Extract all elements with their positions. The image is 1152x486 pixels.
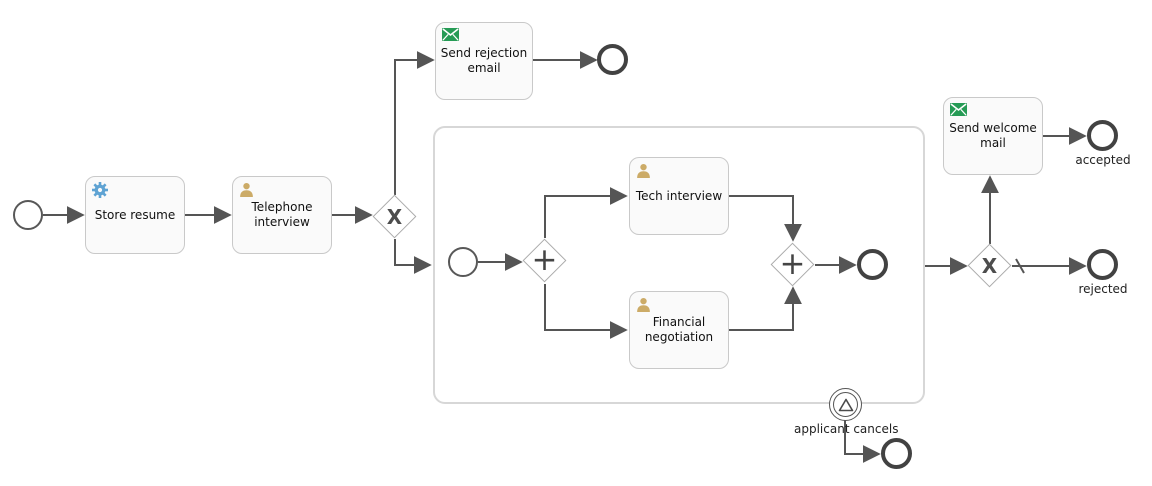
task-label: Tech interview xyxy=(635,188,723,203)
task-store-resume[interactable]: Store resume xyxy=(85,176,185,254)
flow-split-to-financial[interactable] xyxy=(544,284,628,339)
flow-gateway-to-rejection-email[interactable] xyxy=(394,51,435,195)
boundary-event-label: applicant cancels xyxy=(794,422,899,436)
task-send-welcome-mail[interactable]: Send welcome mail xyxy=(943,97,1043,175)
task-tech-interview[interactable]: Tech interview xyxy=(629,157,729,235)
end-event-accepted[interactable] xyxy=(1087,120,1118,151)
end-event-rejected[interactable] xyxy=(1087,249,1118,280)
task-label: Telephone interview xyxy=(251,200,313,229)
end-event-rejection[interactable] xyxy=(597,44,628,75)
task-label: Send welcome mail xyxy=(949,121,1037,150)
parallel-gateway-split-marker: + xyxy=(531,242,558,278)
subprocess-end-event[interactable] xyxy=(857,249,888,280)
send-envelope-icon xyxy=(442,28,459,41)
boundary-event-applicant-cancels[interactable] xyxy=(829,388,862,421)
user-icon xyxy=(240,182,253,197)
send-envelope-icon xyxy=(950,103,967,116)
task-label: Send rejection email xyxy=(440,46,528,75)
subprocess-start-event[interactable] xyxy=(448,247,478,277)
end-event-cancelled[interactable] xyxy=(881,438,912,469)
task-label: Financial negotiation xyxy=(644,315,714,344)
service-gear-icon xyxy=(92,182,108,198)
rejected-label: rejected xyxy=(1078,282,1128,296)
parallel-gateway-join-marker: + xyxy=(779,246,806,282)
flow-boundary-to-end[interactable] xyxy=(844,420,881,463)
escalation-triangle-icon xyxy=(838,398,853,411)
task-label: Store resume xyxy=(94,207,176,222)
flow-gateway-to-subprocess[interactable] xyxy=(394,239,432,274)
accepted-label: accepted xyxy=(1075,153,1131,167)
boundary-event-inner-circle xyxy=(833,392,858,417)
flow-financial-to-join[interactable] xyxy=(729,286,802,331)
flow-split-to-tech-interview[interactable] xyxy=(544,187,628,238)
exclusive-gateway-1-marker: X xyxy=(386,204,403,229)
user-icon xyxy=(637,163,650,178)
task-send-rejection-email[interactable]: Send rejection email xyxy=(435,22,533,100)
exclusive-gateway-2-marker: X xyxy=(981,253,998,278)
user-icon xyxy=(637,297,650,312)
task-financial-negotiation[interactable]: Financial negotiation xyxy=(629,291,729,369)
flow-tech-to-join[interactable] xyxy=(729,195,802,242)
task-telephone-interview[interactable]: Telephone interview xyxy=(232,176,332,254)
start-event[interactable] xyxy=(13,200,43,230)
default-flow-marker xyxy=(1015,258,1025,274)
